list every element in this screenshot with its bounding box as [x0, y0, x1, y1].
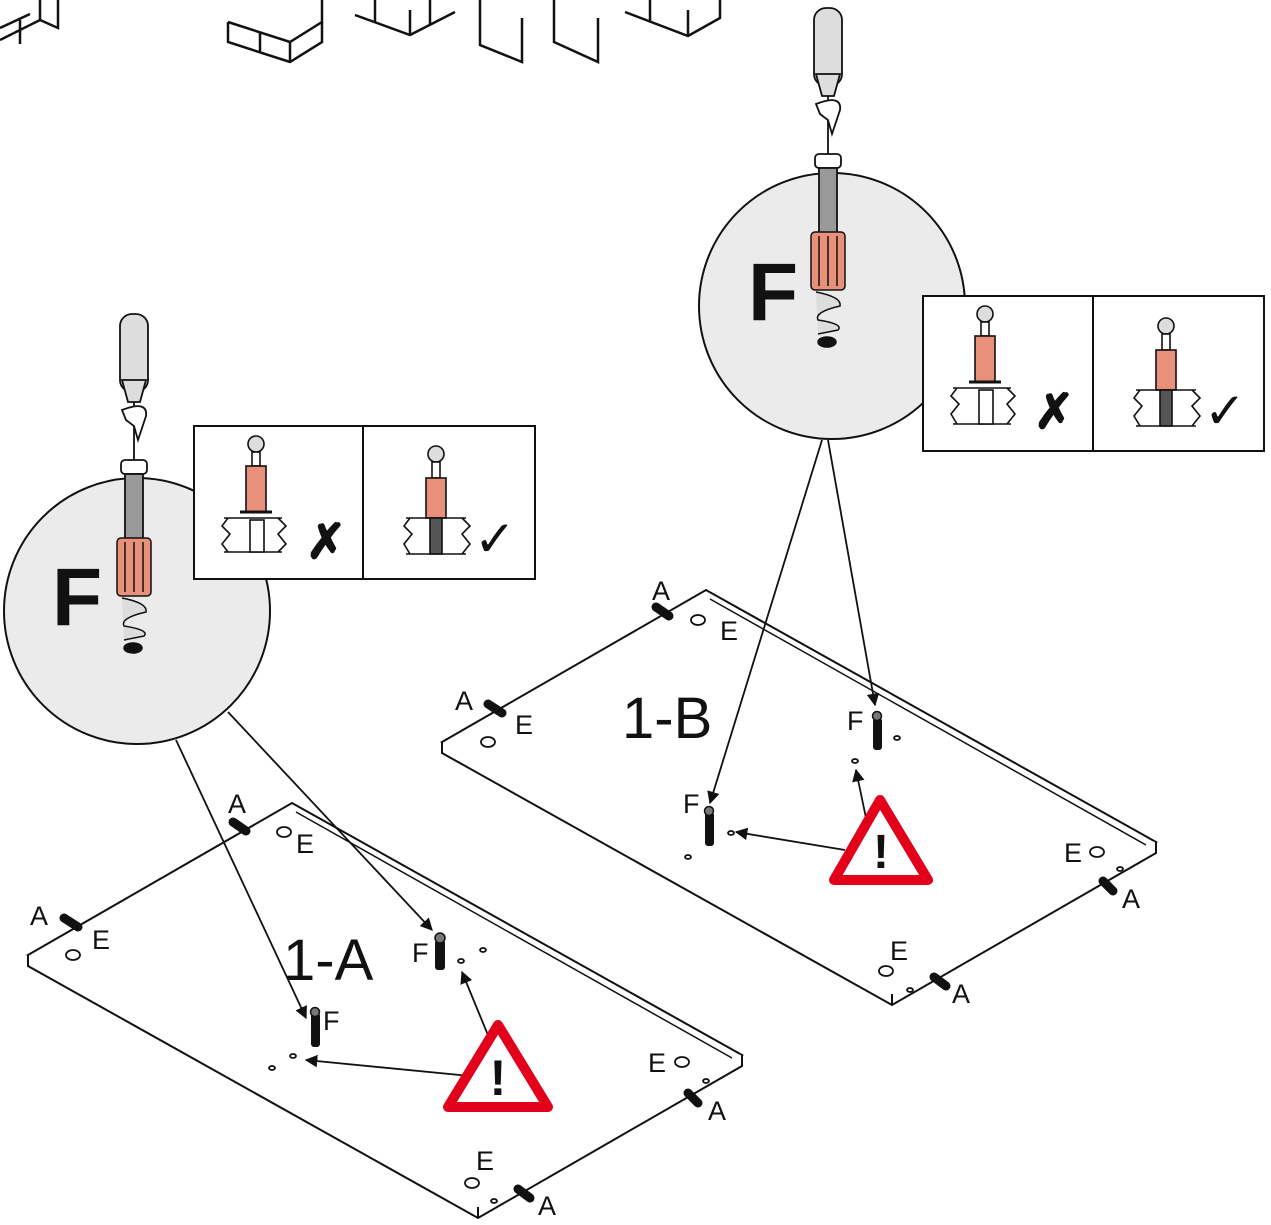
step-1b-title: 1-B [622, 686, 712, 751]
wrong-mark-icon: ✗ [1034, 386, 1074, 439]
step-1b-arrows [707, 439, 880, 851]
step-1a-label-f: F [323, 1006, 340, 1036]
step-1a-label-a: A [538, 1191, 556, 1221]
shelf-unit-figure-1 [0, 0, 60, 44]
step-1a-label-e: E [648, 1048, 666, 1078]
step-1b-label-f: F [847, 706, 864, 736]
step-1b-label-e: E [515, 710, 533, 740]
step-1b-correct-example [1132, 317, 1202, 427]
step-1a-label-e: E [476, 1146, 494, 1176]
correct-mark-icon: ✓ [474, 511, 516, 567]
step-1a-correct-example [402, 445, 472, 555]
step-1a-panel [25, 801, 745, 1220]
step-1b-label-e: E [1064, 838, 1082, 868]
step-1b-panel [439, 588, 1159, 1007]
side-panel-figure-2 [552, 0, 600, 64]
step-1a-group: ! 1-A A A A A E E E E F F F [3, 313, 745, 1221]
step-1b-label-e: E [890, 936, 908, 966]
step-1a-label-a: A [228, 789, 246, 819]
step-1b-dowels [483, 602, 1118, 991]
correct-mark-icon: ✓ [1204, 383, 1246, 439]
step-1b-group: ! 1-B A A A A E E E E F F F [439, 7, 1265, 1009]
step-1a-dowels [59, 817, 703, 1203]
shelf-unit-figure-3 [354, 0, 456, 37]
step-1b-camlock-2 [703, 805, 715, 846]
step-1a-title: 1-A [283, 928, 374, 993]
camlock-zoom-icon [810, 231, 846, 348]
step-1a-camlock-1 [434, 932, 446, 970]
step-1b-warning-icon: ! [829, 795, 933, 885]
step-1b-label-a: A [1122, 884, 1140, 914]
step-1b-holes [480, 614, 1124, 993]
top-overview-figures [0, 0, 722, 64]
step-1b-camlock-1 [871, 710, 883, 750]
step-1b-label-a: A [652, 576, 670, 606]
step-1a-camlock-2 [309, 1006, 321, 1047]
step-1b-label-f: F [683, 789, 700, 819]
step-1b-label-e: E [720, 616, 738, 646]
step-1b-label-a: A [455, 686, 473, 716]
screwdriver-icon [119, 313, 149, 541]
step-1a-label-a: A [708, 1096, 726, 1126]
step-1a-label-f: F [412, 938, 429, 968]
step-1a-arrows [175, 711, 491, 1077]
step-1a-inset: ✗ ✓ [193, 425, 536, 580]
wrong-mark-icon: ✗ [306, 516, 346, 569]
side-panel-figure-1 [478, 0, 524, 64]
screwdriver-icon [813, 7, 843, 235]
step-1a-holes [65, 826, 710, 1204]
step-1b-zoom-label: F [748, 247, 798, 338]
step-1a-label-e: E [296, 829, 314, 859]
camlock-zoom-icon [116, 537, 152, 654]
step-1b-warning-mark: ! [873, 826, 889, 879]
step-1b-label-a: A [952, 979, 970, 1009]
step-1b-wrong-example [949, 305, 1017, 425]
step-1a-wrong-example [220, 435, 288, 553]
step-1a-label-a: A [30, 901, 48, 931]
step-1a-label-e: E [92, 925, 110, 955]
shelf-unit-figure-2 [226, 0, 324, 64]
shelf-unit-figure-4 [624, 0, 722, 38]
step-1b-inset: ✗ ✓ [922, 295, 1265, 452]
step-1a-zoom-label: F [52, 552, 102, 643]
step-1a-warning-mark: ! [490, 1050, 507, 1106]
step-1a-warning-icon: ! [443, 1020, 553, 1112]
